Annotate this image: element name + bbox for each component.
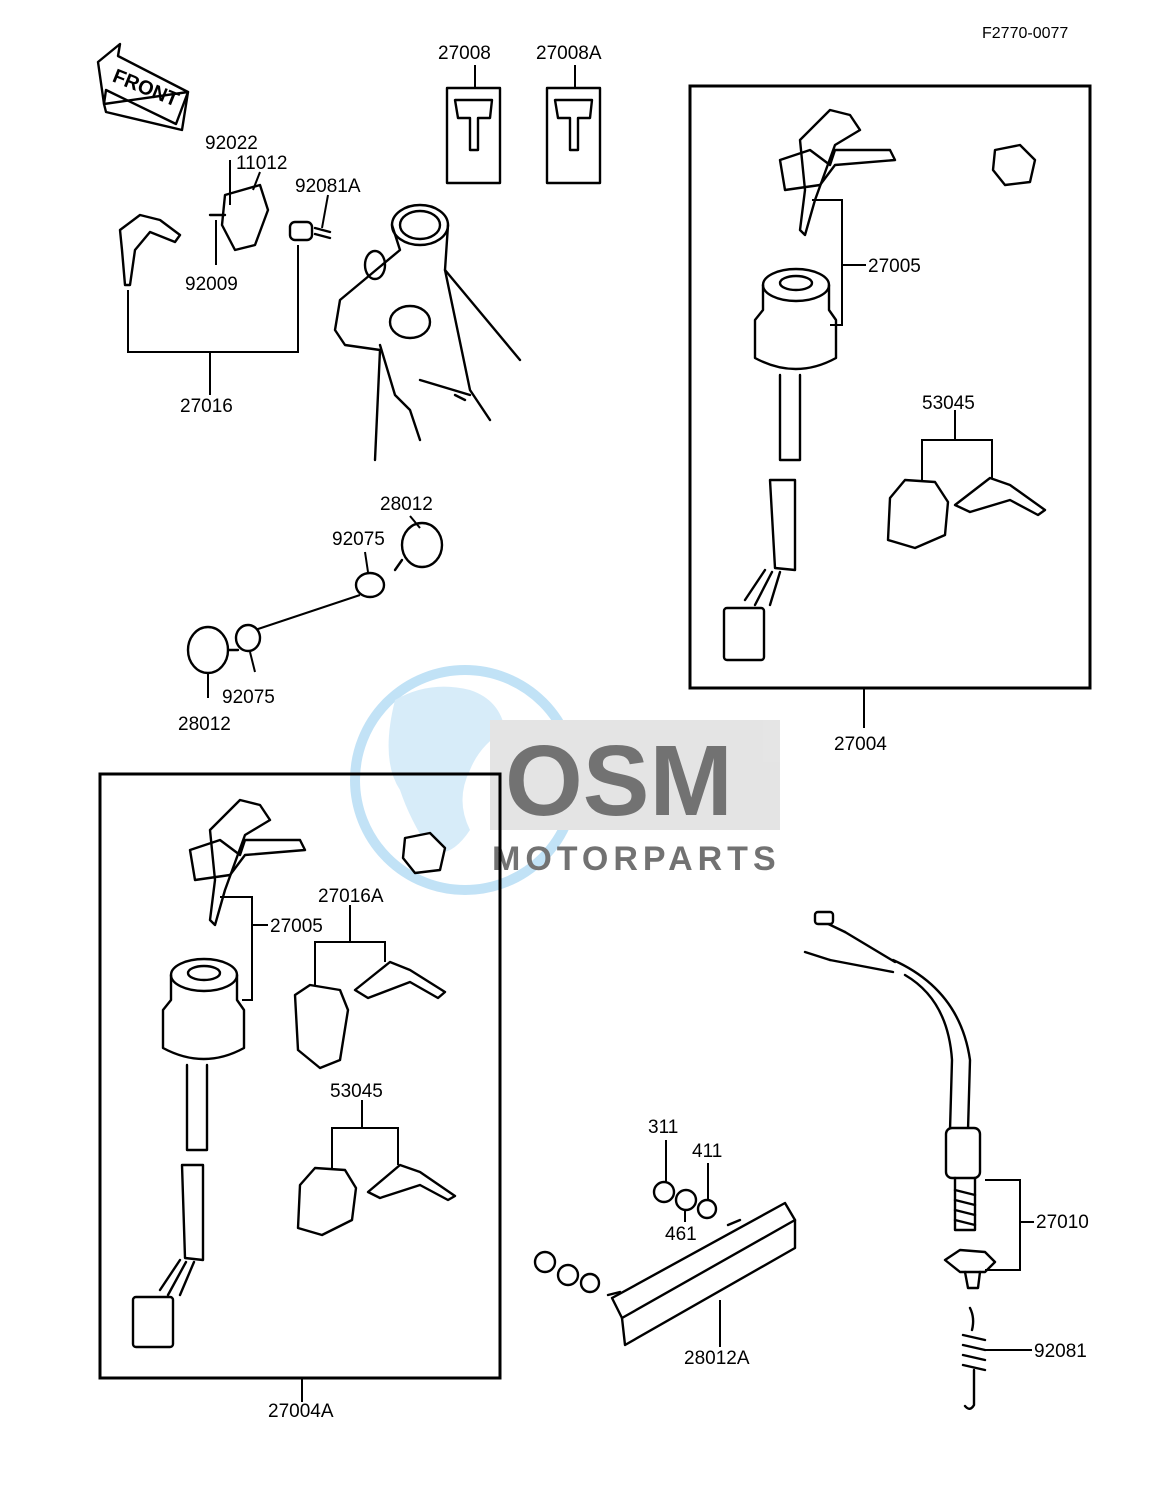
lock-27016a bbox=[293, 905, 447, 1070]
label-53045-bottom: 53045 bbox=[330, 1081, 383, 1102]
frame-steering-head bbox=[333, 203, 522, 462]
rear-reflector-28012a bbox=[533, 1140, 797, 1347]
watermark-logo-block bbox=[490, 720, 780, 830]
label-92081: 92081 bbox=[1034, 1341, 1087, 1362]
watermark: OSM MOTORPARTS bbox=[350, 665, 781, 895]
key-icon bbox=[188, 838, 307, 882]
key-icon bbox=[366, 1163, 457, 1202]
watermark-brand: OSM bbox=[505, 725, 733, 837]
label-92081a: 92081A bbox=[295, 176, 361, 197]
key-tag-27008 bbox=[445, 65, 502, 185]
key-icon bbox=[353, 960, 447, 1000]
key-icon bbox=[778, 148, 897, 192]
lock-bracket-icon bbox=[296, 1166, 358, 1237]
label-92075-bot: 92075 bbox=[222, 687, 275, 708]
spring-92081 bbox=[961, 1306, 1032, 1410]
lock-53045-top bbox=[886, 410, 1047, 550]
lock-bracket-icon bbox=[293, 983, 350, 1070]
watermark-continents-icon bbox=[388, 686, 505, 853]
lock-cylinder-icon bbox=[288, 220, 314, 242]
reflector-set-28012 bbox=[186, 515, 444, 698]
lock-plate-icon bbox=[220, 183, 270, 252]
ignition-switch-27005-top bbox=[722, 108, 1037, 662]
label-27005-bottom: 27005 bbox=[270, 916, 323, 937]
label-27016a: 27016A bbox=[318, 886, 384, 907]
kit-box-27004a bbox=[98, 772, 502, 1380]
lock-bracket-icon bbox=[886, 478, 950, 550]
key-tag-27008a bbox=[545, 65, 602, 185]
label-27004a: 27004A bbox=[268, 1401, 334, 1422]
lock-cylinder-icon bbox=[401, 831, 447, 875]
key-icon bbox=[798, 108, 862, 237]
steering-lock-set-27016 bbox=[118, 160, 332, 395]
label-27008a: 27008A bbox=[536, 43, 602, 64]
label-53045-top: 53045 bbox=[922, 393, 975, 414]
label-28012a: 28012A bbox=[684, 1348, 750, 1369]
key-icon bbox=[208, 798, 272, 927]
label-27008: 27008 bbox=[438, 43, 491, 64]
label-27004: 27004 bbox=[834, 734, 887, 755]
key-icon bbox=[953, 476, 1047, 517]
label-28012-bot: 28012 bbox=[178, 714, 231, 735]
label-27010: 27010 bbox=[1036, 1212, 1089, 1233]
diagram-code: F2770-0077 bbox=[982, 25, 1068, 42]
key-icon bbox=[118, 213, 182, 287]
label-11012: 11012 bbox=[236, 153, 287, 174]
label-92075-top: 92075 bbox=[332, 529, 385, 550]
label-311: 311 bbox=[648, 1117, 678, 1138]
label-27005-top: 27005 bbox=[868, 256, 921, 277]
label-28012-top: 28012 bbox=[380, 494, 433, 515]
label-92022: 92022 bbox=[205, 133, 258, 154]
label-92009: 92009 bbox=[185, 274, 238, 295]
lock-cylinder-icon bbox=[991, 143, 1037, 187]
label-411: 411 bbox=[692, 1141, 722, 1162]
ignition-switch-27005-bottom bbox=[131, 798, 447, 1349]
front-direction-arrow-icon: FRONT bbox=[96, 42, 190, 132]
label-461: 461 bbox=[665, 1224, 697, 1245]
label-27016: 27016 bbox=[180, 396, 233, 417]
kit-box-27004 bbox=[688, 84, 1092, 690]
watermark-sub: MOTORPARTS bbox=[492, 840, 781, 878]
lock-53045-bottom bbox=[296, 1100, 457, 1237]
brake-light-switch-27010 bbox=[803, 910, 1034, 1290]
